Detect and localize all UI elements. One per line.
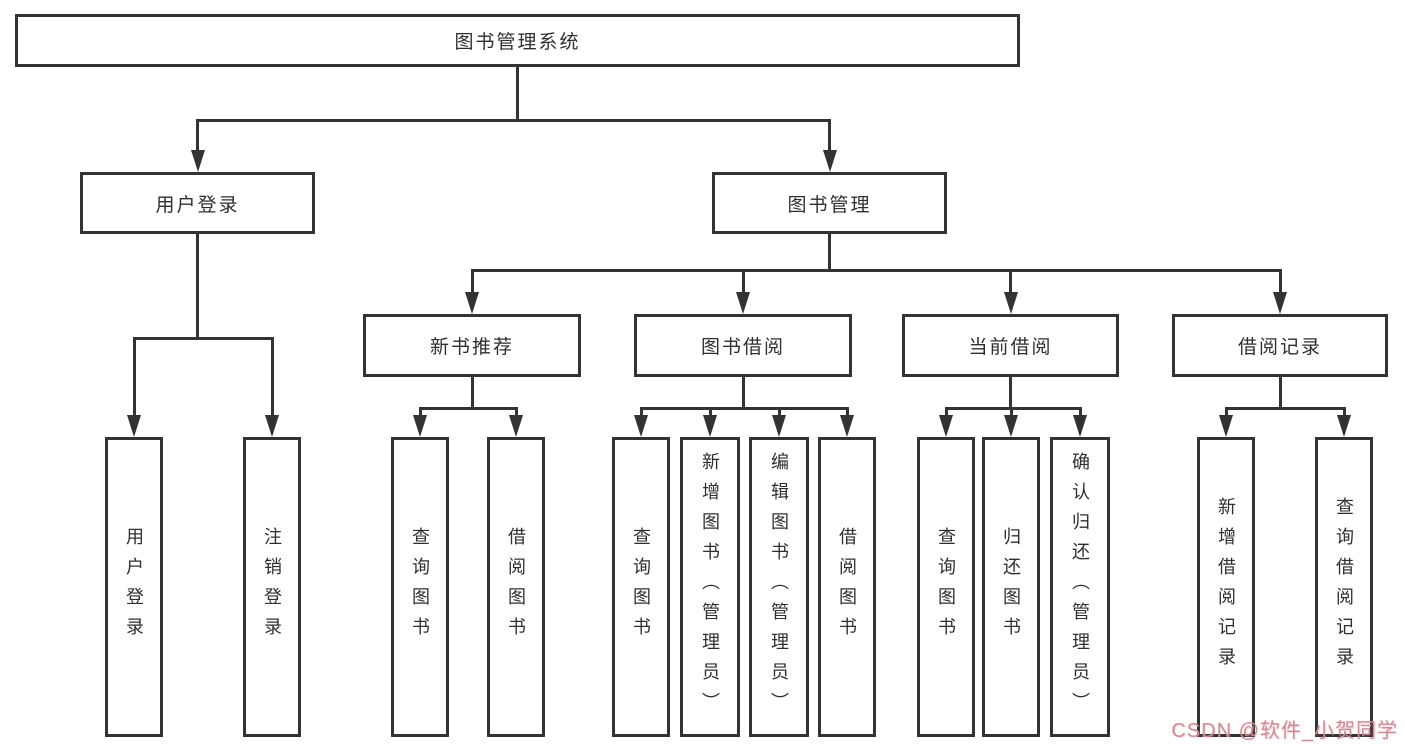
watermark: CSDN @软件_小贺同学 <box>1171 720 1398 742</box>
arrow-down-icon <box>1004 415 1018 437</box>
connector-line <box>516 67 519 122</box>
connector-line <box>132 338 136 417</box>
node-records-add: 新增借阅记录 <box>1197 437 1255 737</box>
connector-line <box>1009 270 1012 294</box>
node-current-borrow: 当前借阅 <box>902 314 1119 377</box>
arrow-down-icon <box>1273 292 1287 314</box>
node-label: 查询图书 <box>631 527 651 647</box>
connector-line <box>741 377 745 410</box>
node-label: 当前借阅 <box>968 337 1053 358</box>
connector-line <box>1224 408 1228 417</box>
node-login-user: 用户登录 <box>105 437 163 737</box>
node-cur-return: 归还图书 <box>982 437 1040 737</box>
connector-line <box>944 406 1082 410</box>
connector-line <box>470 377 474 410</box>
connector-line <box>1278 270 1282 294</box>
node-borrow-add: 新增图书（管理员） <box>680 437 740 737</box>
connector-line <box>1342 408 1346 417</box>
connector-line <box>944 408 948 417</box>
connector-line <box>639 406 849 410</box>
connector-line <box>639 408 643 417</box>
connector-line <box>828 234 831 272</box>
arrow-down-icon <box>634 415 648 437</box>
arrow-down-icon <box>703 415 717 437</box>
connector-line <box>708 408 712 417</box>
node-label: 编辑图书（管理员） <box>769 452 789 722</box>
connector-line <box>1224 406 1346 410</box>
node-root: 图书管理系统 <box>15 14 1020 67</box>
arrow-down-icon <box>1337 415 1351 437</box>
node-rec-query: 查询图书 <box>391 437 449 737</box>
node-label: 图书管理 <box>787 194 872 216</box>
arrow-down-icon <box>1003 292 1018 314</box>
node-new-book-rec: 新书推荐 <box>363 314 581 377</box>
arrow-down-icon <box>1073 415 1087 437</box>
connector-line <box>470 268 1282 272</box>
node-label: 查询图书 <box>936 527 956 647</box>
arrow-down-icon <box>190 150 205 172</box>
node-label: 确认归还（管理员） <box>1070 452 1090 722</box>
connector-line <box>418 408 422 417</box>
node-cur-confirm: 确认归还（管理员） <box>1050 437 1110 737</box>
node-label: 借阅图书 <box>837 527 857 647</box>
node-borrow-borrow: 借阅图书 <box>818 437 876 737</box>
connector-line <box>470 270 474 294</box>
node-label: 用户登录 <box>155 194 240 216</box>
arrow-down-icon <box>465 292 479 314</box>
node-label: 新增借阅记录 <box>1216 497 1236 677</box>
node-label: 用户登录 <box>124 527 144 647</box>
connector-line <box>270 338 274 417</box>
node-label: 图书管理系统 <box>454 32 581 53</box>
connector-line <box>514 408 518 417</box>
connector-line <box>1009 377 1012 410</box>
connector-line <box>1278 377 1282 410</box>
node-rec-borrow: 借阅图书 <box>487 437 545 737</box>
node-label: 图书借阅 <box>700 337 785 358</box>
arrow-down-icon <box>822 150 837 172</box>
connector-line <box>845 408 849 417</box>
arrow-down-icon <box>840 415 854 437</box>
arrow-down-icon <box>772 415 786 437</box>
node-user-login: 用户登录 <box>80 172 315 234</box>
node-label: 借阅记录 <box>1237 337 1322 358</box>
node-label: 新书推荐 <box>429 337 514 358</box>
connector-line <box>1009 408 1013 417</box>
arrow-down-icon <box>509 415 523 437</box>
node-label: 归还图书 <box>1001 527 1021 647</box>
connector-line <box>418 406 518 410</box>
node-label: 查询图书 <box>410 527 430 647</box>
node-label: 注销登录 <box>262 527 282 647</box>
arrow-down-icon <box>939 415 953 437</box>
node-borrow-edit: 编辑图书（管理员） <box>749 437 809 737</box>
node-borrow-query: 查询图书 <box>612 437 670 737</box>
node-borrow-records: 借阅记录 <box>1172 314 1388 377</box>
arrow-down-icon <box>413 415 427 437</box>
connector-line <box>196 118 831 122</box>
connector-line <box>741 270 745 294</box>
connector-line <box>196 234 199 340</box>
node-records-query: 查询借阅记录 <box>1315 437 1373 737</box>
node-book-borrow: 图书借阅 <box>634 314 852 377</box>
node-label: 新增图书（管理员） <box>700 452 720 722</box>
connector-line <box>777 408 781 417</box>
connector-line <box>1078 408 1082 417</box>
arrow-down-icon <box>736 292 750 314</box>
connector-line <box>828 120 831 152</box>
arrow-down-icon <box>1219 415 1233 437</box>
node-book-mgmt: 图书管理 <box>712 172 947 234</box>
node-cur-query: 查询图书 <box>917 437 975 737</box>
node-label: 查询借阅记录 <box>1334 497 1354 677</box>
node-login-logout: 注销登录 <box>243 437 301 737</box>
connector-line <box>196 120 199 152</box>
arrow-down-icon <box>127 415 141 437</box>
node-label: 借阅图书 <box>506 527 526 647</box>
connector-line <box>132 336 274 340</box>
arrow-down-icon <box>265 415 279 437</box>
